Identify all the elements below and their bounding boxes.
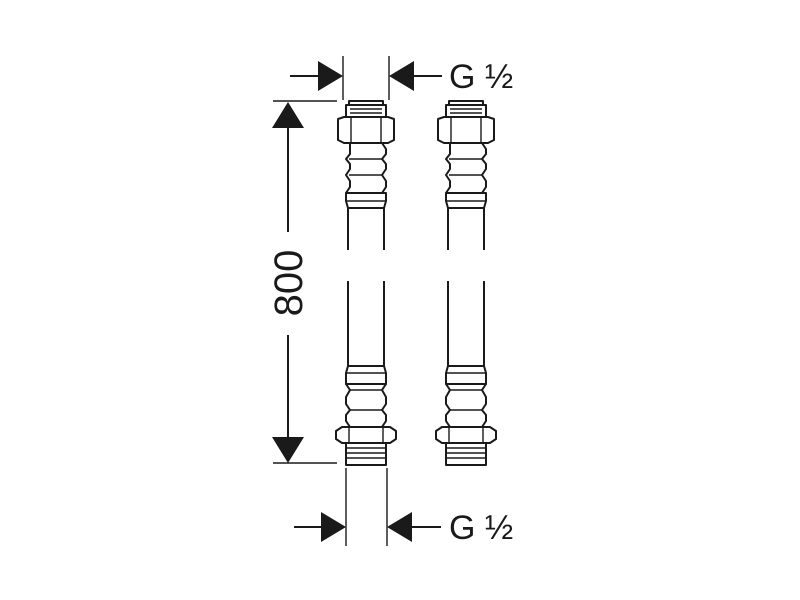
bottom-thread-dimension: G ½	[294, 468, 513, 547]
length-arrow-down-icon	[272, 437, 304, 463]
top-thread-label: G ½	[449, 58, 513, 96]
bottom-arrow-left-icon	[387, 512, 412, 542]
hose-assembly-right	[435, 100, 497, 466]
bottom-thread-label: G ½	[449, 509, 513, 547]
top-thread-dimension: G ½	[290, 56, 513, 100]
hose-assembly-left	[335, 100, 397, 466]
top-arrow-right-icon	[318, 61, 343, 91]
top-arrow-left-icon	[389, 61, 414, 91]
bottom-arrow-right-icon	[321, 512, 346, 542]
length-dimension: 800	[267, 100, 337, 464]
length-arrow-up-icon	[272, 102, 304, 128]
length-label: 800	[267, 250, 311, 317]
